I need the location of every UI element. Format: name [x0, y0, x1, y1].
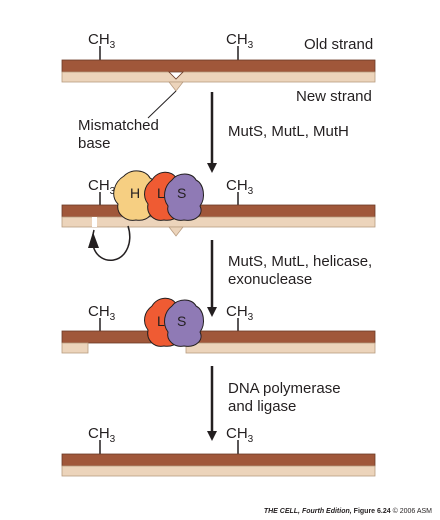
muts-protein: [164, 173, 204, 221]
strand-nick: [92, 217, 97, 227]
stage-1-dna: CH3 CH3: [61, 31, 376, 119]
step-1-label: MutS, MutL, MutH: [228, 123, 349, 140]
old-strand: [61, 59, 376, 73]
muth-protein: [113, 170, 157, 221]
mismatched-base-label-line1: Mismatched: [78, 117, 159, 134]
protein-complex-hls: H L S: [113, 170, 204, 221]
stage-4-dna: CH3 CH3: [61, 425, 376, 477]
muts-label: S: [177, 185, 186, 201]
mismatched-base-label-line2: base: [78, 135, 111, 152]
new-strand-right: [185, 342, 376, 354]
methyl-label: CH3: [88, 177, 116, 197]
muts-protein: [164, 299, 204, 347]
mismatch-notch-bottom: [168, 226, 184, 237]
old-strand-label: Old strand: [304, 36, 373, 53]
step-3-label-line1: DNA polymerase: [228, 380, 341, 397]
methyl-label: CH3: [88, 303, 116, 323]
mismatch-notch-top: [168, 71, 184, 80]
methyl-label: CH3: [226, 425, 254, 445]
muth-label: H: [130, 185, 140, 201]
nick-curve-arrowhead: [88, 232, 99, 248]
mutl-label: L: [157, 313, 165, 329]
new-strand: [61, 216, 376, 228]
old-strand: [61, 204, 376, 218]
mismatch-pointer: [147, 90, 177, 119]
new-strand: [61, 465, 376, 477]
methyl-label: CH3: [226, 303, 254, 323]
old-strand: [61, 453, 376, 467]
methyl-label: CH3: [226, 177, 254, 197]
mutl-label: L: [157, 185, 165, 201]
methyl-label: CH3: [88, 31, 116, 51]
figure-credit: THE CELL, Fourth Edition, Figure 6.24 © …: [264, 507, 432, 515]
stage-3-dna: CH3 CH3: [61, 303, 376, 354]
methyl-label: CH3: [226, 31, 254, 51]
stage-2-dna: CH3 CH3: [61, 177, 376, 261]
new-strand-label: New strand: [296, 88, 372, 105]
mismatch-notch-bottom: [168, 81, 184, 92]
old-strand: [61, 330, 376, 344]
methyl-label: CH3: [88, 425, 116, 445]
new-strand-left: [61, 342, 89, 354]
step-3-label-line2: and ligase: [228, 398, 296, 415]
muts-label: S: [177, 313, 186, 329]
protein-complex-ls: L S: [144, 297, 204, 347]
step-2-label-line2: exonuclease: [228, 271, 312, 288]
step-2-label-line1: MutS, MutL, helicase,: [228, 253, 372, 270]
nick-curve: [91, 225, 131, 261]
new-strand: [61, 71, 376, 83]
